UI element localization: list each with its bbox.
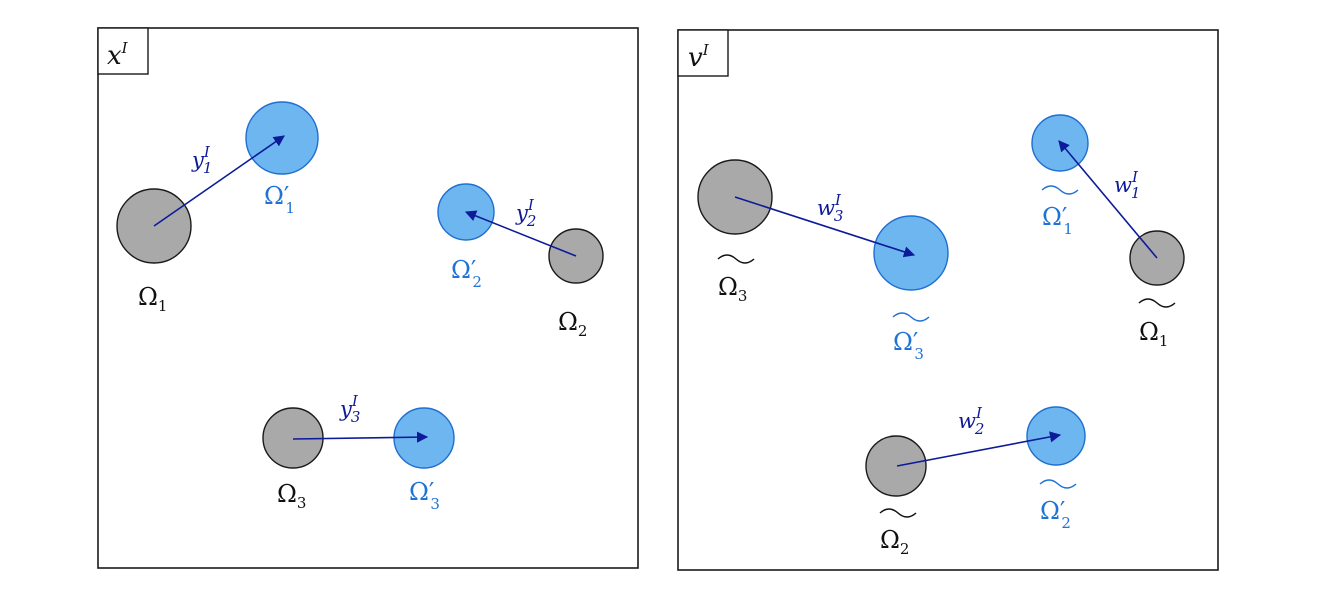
- source-tilde-3: [717, 254, 755, 264]
- target-label-1: Ω′1: [264, 182, 295, 217]
- target-label-2: Ω′2: [451, 256, 482, 291]
- target-label-3: Ω′3: [893, 328, 924, 363]
- source-region-2: [548, 228, 604, 284]
- source-tilde-1: [1138, 298, 1176, 308]
- source-label-2: Ω2: [558, 308, 587, 340]
- target-region-3: [873, 215, 949, 291]
- displacement-arrow-3: [292, 431, 429, 443]
- source-tilde-2: [879, 508, 917, 518]
- source-label-1: Ω1: [1139, 318, 1168, 350]
- target-label-2: Ω′2: [1040, 497, 1071, 532]
- panel-right-frame: [677, 29, 1219, 571]
- source-label-1: Ω1: [138, 283, 167, 315]
- displacement-arrow-2: [464, 210, 577, 257]
- target-tilde-2: [1039, 479, 1077, 489]
- target-label-1: Ω′1: [1042, 203, 1073, 238]
- target-tilde-1: [1041, 185, 1079, 195]
- source-label-2: Ω2: [880, 526, 909, 558]
- source-label-3: Ω3: [277, 480, 306, 512]
- panel-right-tag: vI: [688, 41, 710, 73]
- panel-left-tag-box: [97, 27, 149, 75]
- displacement-arrow-1: [1058, 140, 1158, 259]
- displacement-arrow-1: [153, 135, 285, 227]
- panel-left-tag: xI: [107, 39, 129, 71]
- target-label-3: Ω′3: [409, 478, 440, 513]
- displacement-arrow-3: [734, 196, 916, 258]
- target-tilde-3: [892, 312, 930, 322]
- displacement-arrow-2: [896, 431, 1062, 467]
- source-region-2: [865, 435, 927, 497]
- source-label-3: Ω3: [718, 273, 747, 305]
- panel-left-frame: [97, 27, 639, 569]
- panel-right-tag-box: [677, 29, 729, 77]
